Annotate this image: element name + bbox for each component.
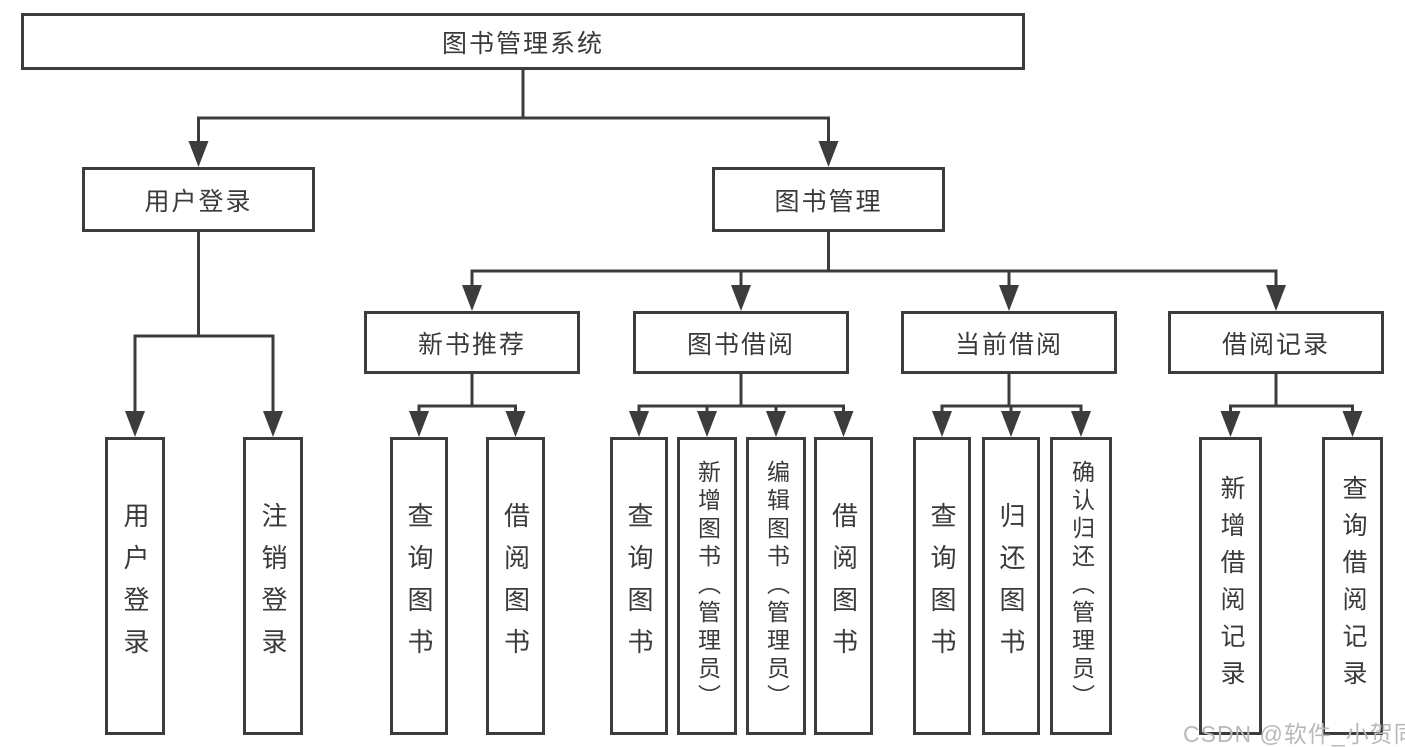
- node-label-logout-leaf: 注销登录: [258, 502, 288, 670]
- node-label-book-mgmt: 图书管理: [774, 187, 883, 216]
- node-borrow-books-recommend: 借阅图书: [486, 437, 545, 735]
- node-label-edit-book-admin: 编辑图书（管理员）: [763, 460, 790, 712]
- node-label-query-books-recommend: 查询图书: [404, 502, 434, 670]
- node-logout-leaf: 注销登录: [243, 437, 303, 735]
- arrowhead-icon: [409, 411, 429, 437]
- node-label-login-leaf: 用户登录: [120, 502, 150, 670]
- node-label-return-books: 归还图书: [996, 502, 1026, 670]
- node-borrow-books-leaf: 借阅图书: [814, 437, 873, 735]
- node-login-leaf: 用户登录: [105, 437, 165, 735]
- node-label-query-borrow-record: 查询借阅记录: [1339, 475, 1367, 697]
- node-label-current-borrow: 当前借阅: [954, 330, 1063, 359]
- arrowhead-icon: [125, 411, 145, 437]
- arrowhead-icon: [188, 141, 209, 167]
- node-edit-book-admin: 编辑图书（管理员）: [746, 437, 806, 735]
- node-label-new-books: 新书推荐: [417, 330, 526, 359]
- node-book-borrow: 图书借阅: [633, 311, 849, 374]
- node-label-query-books-current: 查询图书: [927, 502, 957, 670]
- node-label-user-login: 用户登录: [144, 187, 253, 216]
- arrowhead-icon: [1220, 411, 1241, 437]
- arrowhead-icon: [263, 411, 283, 437]
- node-label-add-book-admin: 新增图书（管理员）: [694, 460, 721, 712]
- arrowhead-icon: [731, 285, 751, 311]
- node-query-books-recommend: 查询图书: [390, 437, 448, 735]
- node-user-login: 用户登录: [82, 167, 315, 232]
- node-label-root: 图书管理系统: [441, 29, 604, 58]
- csdn-watermark: CSDN @软件_小贺同学: [1183, 721, 1405, 747]
- node-new-books: 新书推荐: [364, 311, 580, 374]
- node-query-books-current: 查询图书: [913, 437, 971, 735]
- node-borrow-records: 借阅记录: [1168, 311, 1384, 374]
- arrowhead-icon: [999, 285, 1019, 311]
- node-label-borrow-books-leaf: 借阅图书: [828, 502, 859, 670]
- arrowhead-icon: [629, 411, 649, 437]
- node-query-borrow-record: 查询借阅记录: [1322, 437, 1383, 735]
- arrowhead-icon: [833, 411, 854, 437]
- node-query-books-borrow: 查询图书: [610, 437, 668, 735]
- node-label-add-borrow-record: 新增借阅记录: [1217, 475, 1245, 697]
- node-current-borrow: 当前借阅: [901, 311, 1117, 374]
- node-label-query-books-borrow: 查询图书: [624, 502, 654, 670]
- node-root: 图书管理系统: [21, 13, 1025, 70]
- arrowhead-icon: [1001, 411, 1021, 437]
- node-label-confirm-return-admin: 确认归还（管理员）: [1068, 460, 1095, 712]
- node-label-book-borrow: 图书借阅: [686, 330, 795, 359]
- arrowhead-icon: [1071, 411, 1091, 437]
- node-confirm-return-admin: 确认归还（管理员）: [1050, 437, 1112, 735]
- node-label-borrow-books-recommend: 借阅图书: [500, 502, 531, 670]
- arrowhead-icon: [932, 411, 952, 437]
- node-return-books: 归还图书: [982, 437, 1040, 735]
- arrowhead-icon: [1266, 285, 1286, 311]
- node-book-mgmt: 图书管理: [712, 167, 945, 232]
- arrowhead-icon: [505, 411, 526, 437]
- node-add-book-admin: 新增图书（管理员）: [677, 437, 737, 735]
- node-label-borrow-records: 借阅记录: [1221, 330, 1330, 359]
- arrowhead-icon: [818, 141, 839, 167]
- arrowhead-icon: [697, 411, 717, 437]
- arrowhead-icon: [1342, 411, 1363, 437]
- node-add-borrow-record: 新增借阅记录: [1199, 437, 1262, 735]
- arrowhead-icon: [766, 411, 786, 437]
- arrowhead-icon: [462, 285, 482, 311]
